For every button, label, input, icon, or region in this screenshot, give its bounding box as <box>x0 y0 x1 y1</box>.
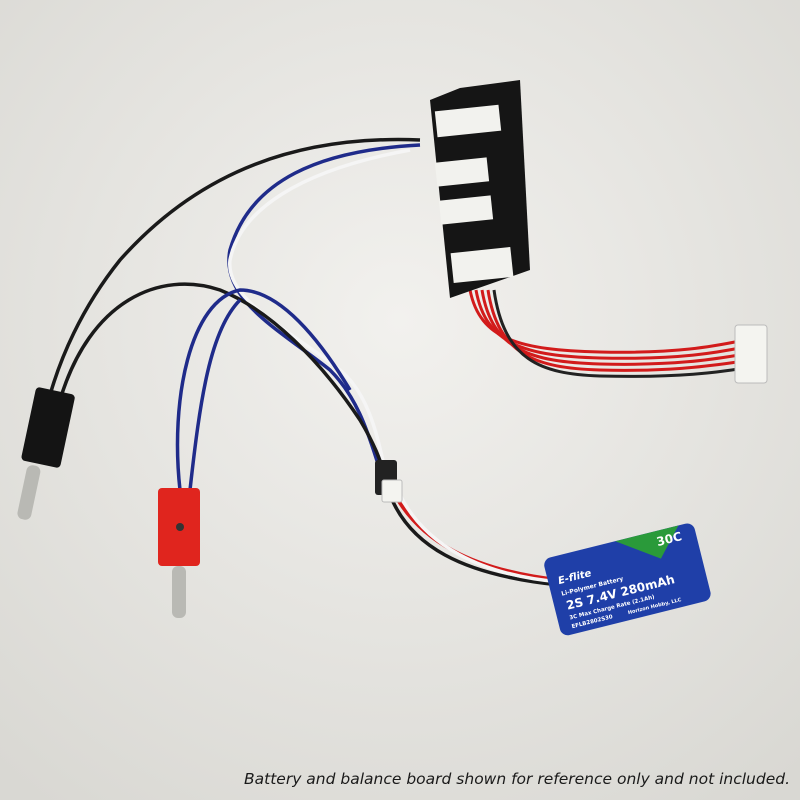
lipo-battery: 30C E-flite Li-Polymer Battery 2S 7.4V 2… <box>544 523 711 636</box>
wires <box>48 137 561 587</box>
black-banana-plug <box>17 387 75 520</box>
disclaimer-caption: Battery and balance board shown for refe… <box>244 770 790 788</box>
jst-connector <box>381 479 403 503</box>
balance-board <box>430 80 530 298</box>
battery-rating: 30C <box>655 529 683 549</box>
red-banana-plug <box>158 488 200 618</box>
balance-plug <box>734 324 768 384</box>
balance-cable <box>468 289 746 378</box>
